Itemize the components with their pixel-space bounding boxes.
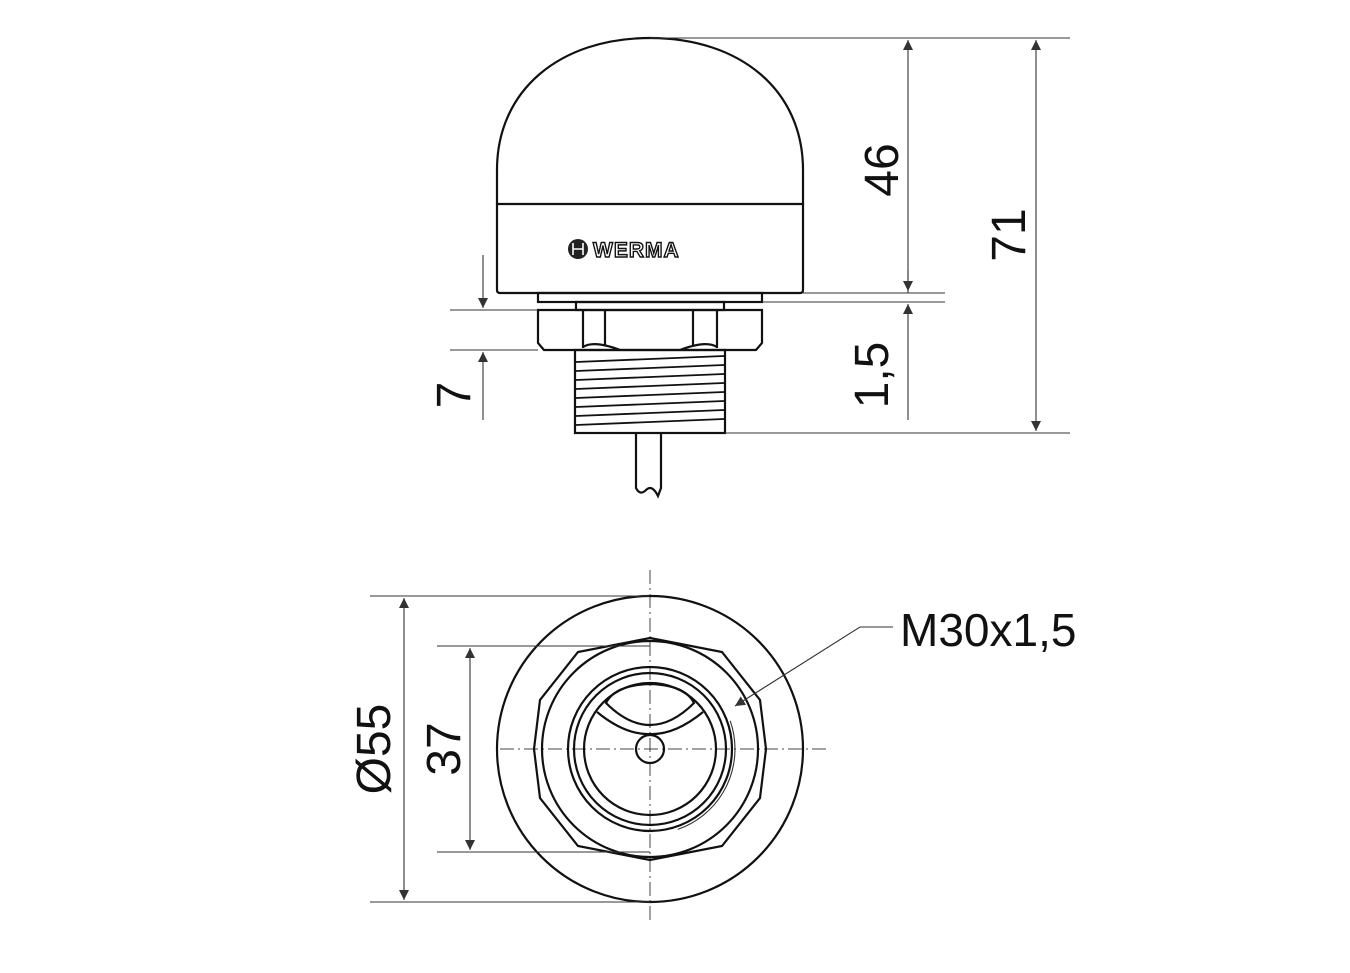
dim-total-height: 71 xyxy=(983,208,1036,261)
thread-callout: M30x1,5 xyxy=(900,604,1076,656)
dome-outline xyxy=(495,36,805,204)
side-view: WERMA 46 1,5 71 7 xyxy=(428,36,1070,499)
extension-lines-bottom xyxy=(370,595,650,903)
nut-outline xyxy=(532,636,768,862)
cable xyxy=(634,433,663,499)
washer xyxy=(574,300,726,312)
nut-circle xyxy=(540,639,760,859)
lens-segment xyxy=(604,682,696,727)
brand-logo: WERMA xyxy=(568,238,680,263)
extension-lines xyxy=(450,37,1070,434)
cable-hole xyxy=(634,733,666,765)
thread-inner-circle xyxy=(572,671,728,827)
flange xyxy=(536,291,764,304)
dim-dome-height: 46 xyxy=(856,143,909,196)
mounting-nut xyxy=(536,308,764,352)
bottom-view: Ø55 37 M30x1,5 xyxy=(348,570,1076,920)
brand-name: WERMA xyxy=(593,239,680,262)
housing-body xyxy=(495,202,805,295)
threaded-shaft xyxy=(573,348,727,435)
dim-flange-gap: 1,5 xyxy=(846,342,899,409)
dim-nut-width: 37 xyxy=(418,722,471,775)
dim-thread-length: 7 xyxy=(428,382,481,409)
dim-outer-diameter: Ø55 xyxy=(348,704,401,795)
thread-lines xyxy=(575,355,725,426)
thread-outer-circle xyxy=(566,665,734,833)
thread-callout-leader xyxy=(734,626,893,707)
